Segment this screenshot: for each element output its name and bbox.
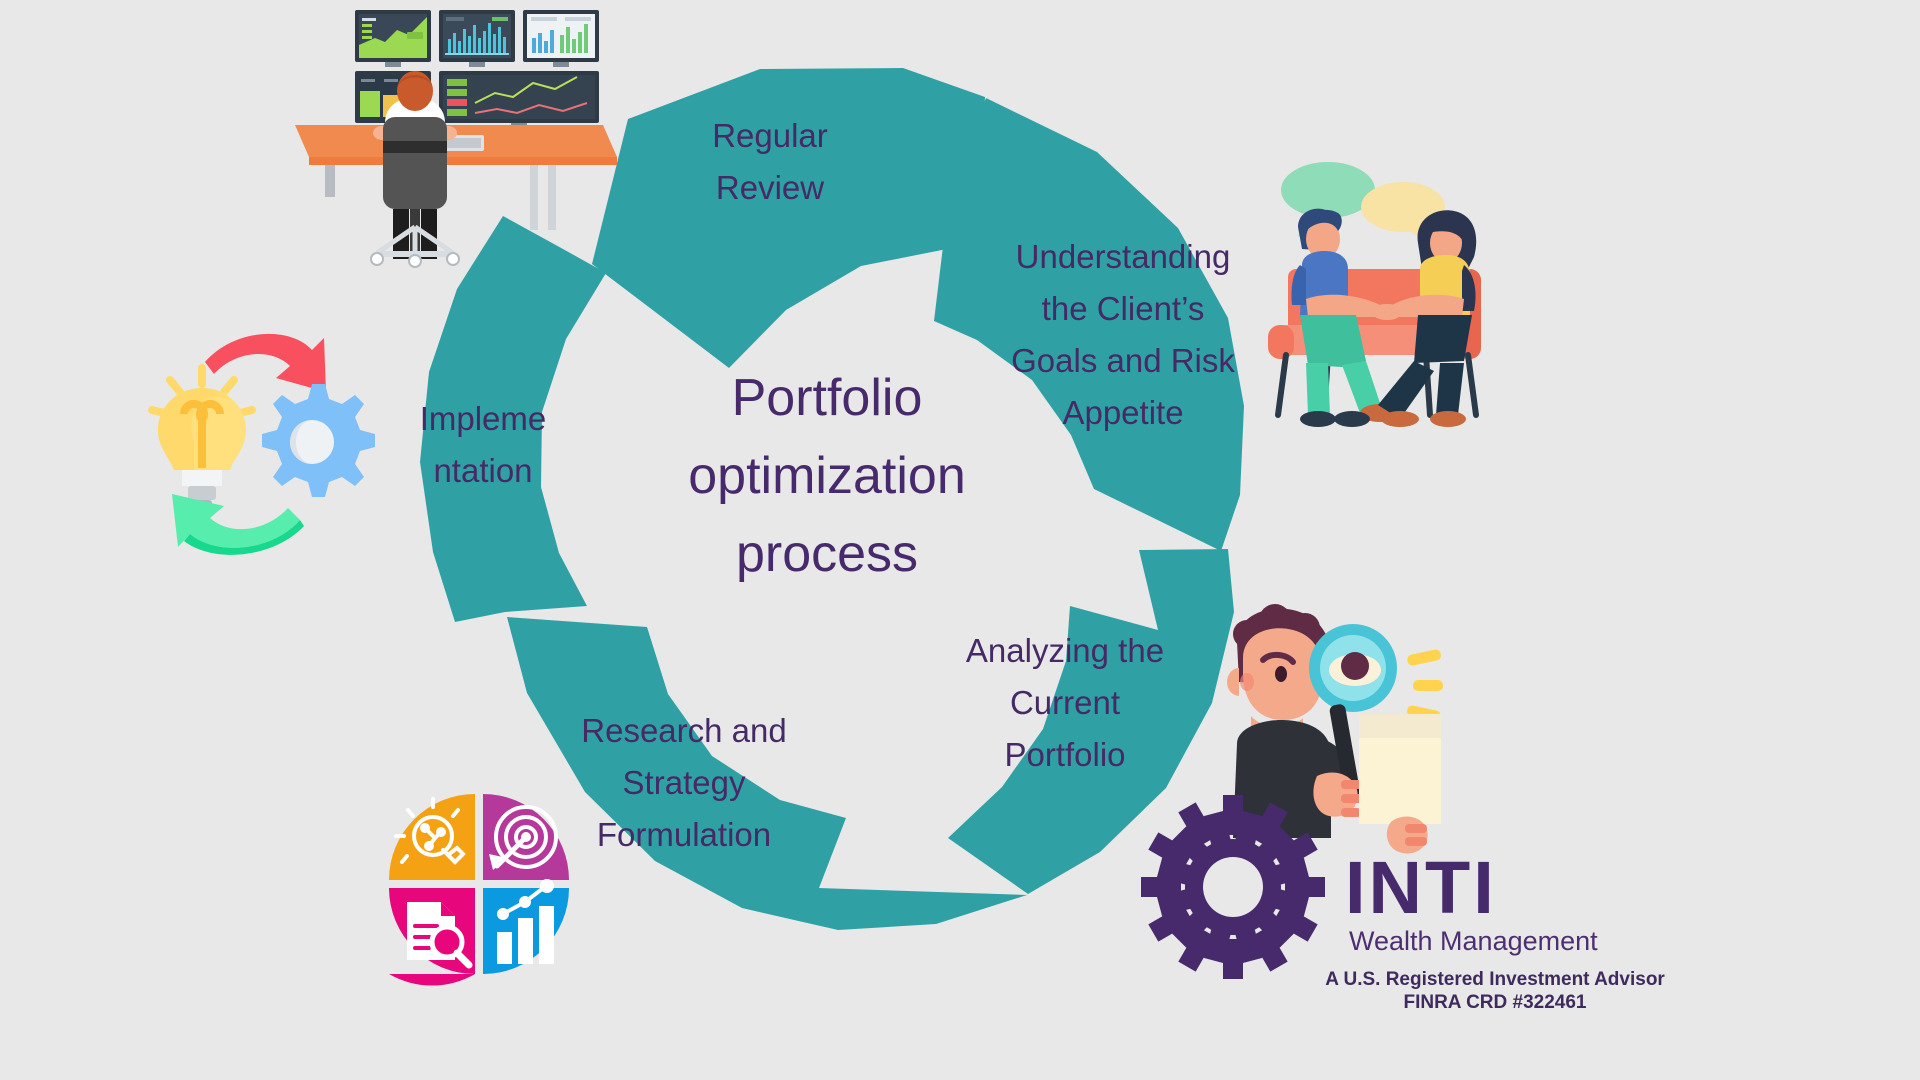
logo-brand-text: INTI (1345, 846, 1497, 929)
segment-label-line: ntation (433, 452, 532, 489)
sparkle-lines-icon (1407, 649, 1443, 722)
logo-disclaimer-line2: FINRA CRD #322461 (1403, 992, 1586, 1013)
monitor-top-left (355, 10, 431, 67)
green-arrow-icon (172, 494, 304, 555)
lightbulb-icon (158, 388, 246, 508)
sunburst-mark-icon (1141, 795, 1325, 979)
logo-disclaimer-line1: A U.S. Registered Investment Advisor (1325, 969, 1665, 990)
idea-gear-illustration (148, 333, 375, 555)
red-arrow-icon (205, 333, 326, 392)
segment-label-line: Regular (712, 117, 828, 154)
cycle-diagram: Regular Review Understanding the Client’… (420, 68, 1244, 930)
segment-shape-implementation (420, 216, 606, 622)
analyst-magnifier-illustration (1227, 604, 1443, 854)
cycle-segment-implementation[interactable]: Impleme ntation (420, 216, 606, 622)
quadrant-target-arrow[interactable] (483, 794, 569, 880)
segment-label-line: Appetite (1062, 394, 1183, 431)
monitor-top-right (523, 10, 599, 67)
monitor-top-mid (439, 10, 515, 67)
monitor-bottom-right (439, 71, 599, 128)
cycle-segment-analyzing-current-portfolio[interactable]: Analyzing the Current Portfolio (948, 549, 1234, 894)
inti-logo[interactable]: INTI Wealth Management A U.S. Registered… (1141, 795, 1665, 1013)
segment-label-line: Portfolio (1004, 736, 1125, 773)
segment-shape-understanding (930, 98, 1244, 551)
segment-shape-analyzing (948, 549, 1234, 894)
person-right-figure (1374, 210, 1477, 427)
center-title-group: Portfolio optimization process (688, 369, 965, 583)
segment-label-line: Formulation (597, 816, 771, 853)
segment-label-line: Review (716, 169, 824, 206)
cycle-segment-understanding-client-goals[interactable]: Understanding the Client’s Goals and Ris… (930, 98, 1244, 551)
segment-shape-research (507, 617, 1027, 930)
quadrant-idea-bulb[interactable] (389, 794, 475, 880)
segment-label-line: Analyzing the (966, 632, 1164, 669)
segment-label-line: Research and (581, 712, 786, 749)
segment-shape-regular-review (592, 68, 985, 368)
segment-label-line: Understanding (1016, 238, 1231, 275)
center-title-line: process (736, 525, 918, 583)
quadrant-document-search[interactable] (389, 888, 475, 986)
segment-label-line: Strategy (623, 764, 746, 801)
quadrant-bar-chart[interactable] (483, 879, 569, 974)
segment-label-line: Current (1010, 684, 1120, 721)
center-title-line: Portfolio (732, 369, 923, 427)
segment-label-line: Goals and Risk (1011, 342, 1235, 379)
research-quadrant-icons (389, 794, 569, 986)
cycle-segment-regular-review[interactable]: Regular Review (592, 68, 985, 368)
client-conversation-illustration (1268, 162, 1481, 427)
center-title-line: optimization (688, 447, 965, 505)
logo-tagline-text: Wealth Management (1349, 926, 1598, 956)
gear-icon (262, 384, 375, 497)
cycle-segment-research-strategy[interactable]: Research and Strategy Formulation (507, 617, 1027, 930)
magnifier-icon (1309, 624, 1397, 800)
person-left-figure (1291, 208, 1400, 427)
trader-monitors-illustration (295, 10, 617, 268)
segment-label-line: Impleme (420, 400, 547, 437)
segment-label-line: the Client’s (1042, 290, 1205, 327)
